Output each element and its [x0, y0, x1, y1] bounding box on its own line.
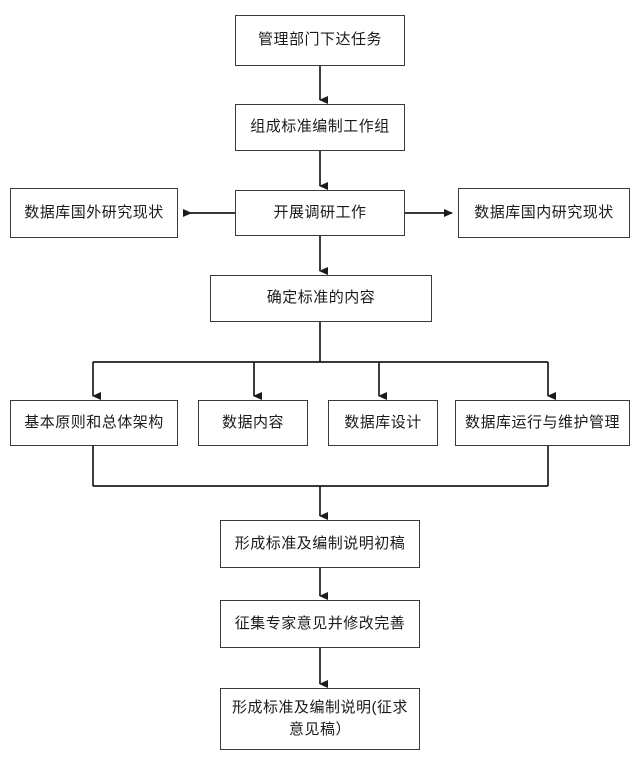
node-label: 基本原则和总体架构	[24, 413, 164, 431]
node-label: 确定标准的内容	[266, 289, 376, 307]
node-label: 组成标准编制工作组	[250, 118, 390, 136]
node-label: 管理部门下达任务	[257, 31, 382, 49]
node-collect-expert-opinions[interactable]: 征集专家意见并修改完善	[220, 600, 420, 648]
node-principles-and-architecture[interactable]: 基本原则和总体架构	[10, 400, 178, 446]
node-final-draft-for-comment[interactable]: 形成标准及编制说明(征求 意见稿）	[220, 688, 420, 750]
node-label: 形成标准及编制说明初稿	[234, 534, 406, 552]
node-label: 征集专家意见并修改完善	[234, 614, 406, 632]
node-label: 数据内容	[221, 413, 284, 431]
node-label: 数据库运行与维护管理	[464, 413, 620, 431]
node-conduct-research[interactable]: 开展调研工作	[235, 190, 405, 236]
node-domestic-research-status[interactable]: 数据库国内研究现状	[458, 188, 630, 238]
node-label: 开展调研工作	[273, 203, 367, 221]
node-determine-standard-content[interactable]: 确定标准的内容	[210, 275, 432, 322]
node-form-workgroup[interactable]: 组成标准编制工作组	[235, 104, 405, 151]
node-label: 数据库设计	[344, 413, 422, 431]
node-label: 数据库国外研究现状	[24, 203, 164, 221]
node-foreign-research-status[interactable]: 数据库国外研究现状	[10, 188, 178, 238]
node-database-design[interactable]: 数据库设计	[328, 400, 438, 446]
node-database-operation-maintenance[interactable]: 数据库运行与维护管理	[455, 400, 630, 446]
node-label: 数据库国内研究现状	[474, 203, 614, 221]
node-assign-task[interactable]: 管理部门下达任务	[235, 15, 405, 66]
node-draft-standard[interactable]: 形成标准及编制说明初稿	[220, 520, 420, 568]
node-data-content[interactable]: 数据内容	[198, 400, 308, 446]
node-label: 形成标准及编制说明(征求 意见稿）	[232, 699, 408, 738]
